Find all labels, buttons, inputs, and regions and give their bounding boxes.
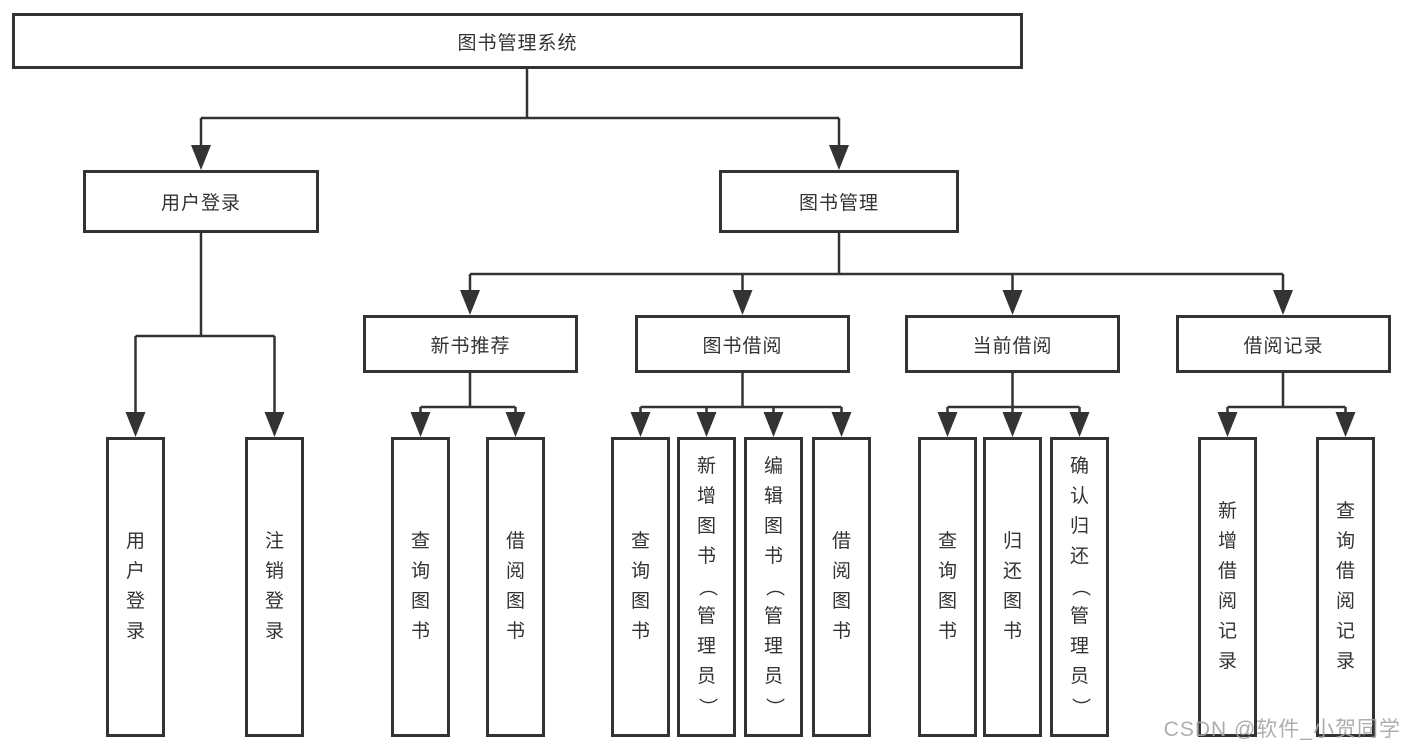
arrowhead	[1002, 412, 1023, 437]
node-user-login: 用户登录	[83, 170, 319, 233]
node-label: 查询借阅记录	[1335, 501, 1355, 672]
arrowhead	[264, 412, 285, 437]
arrowhead	[831, 412, 852, 437]
arrowhead	[1335, 412, 1356, 437]
node-label: 查询图书	[410, 531, 430, 642]
leaf-query-books-current: 查询图书	[918, 437, 977, 737]
connector-records-to-leaves	[1217, 373, 1356, 437]
node-label: 借阅图书	[831, 531, 851, 642]
node-label: 图书管理	[798, 193, 879, 214]
arrowhead	[1273, 290, 1293, 315]
node-label: 用户登录	[160, 193, 241, 214]
connector-current-to-leaves	[937, 373, 1090, 437]
leaf-borrow-books: 借阅图书	[812, 437, 871, 737]
leaf-query-books-borrow: 查询图书	[611, 437, 670, 737]
node-label: 当前借阅	[972, 335, 1053, 357]
leaf-add-borrow-record: 新增借阅记录	[1198, 437, 1257, 737]
node-label: 图书借阅	[702, 335, 783, 357]
arrowhead	[191, 145, 211, 170]
arrowhead	[732, 290, 753, 315]
csdn-watermark: CSDN @软件_小贺同学	[1163, 718, 1401, 741]
node-label: 新书推荐	[430, 335, 511, 357]
node-label: 编辑图书（管理员）	[763, 456, 785, 717]
arrowhead	[1217, 412, 1238, 437]
node-label: 注销登录	[264, 531, 284, 642]
arrowhead	[125, 412, 146, 437]
leaf-edit-books-admin: 编辑图书（管理员）	[744, 437, 803, 737]
arrowhead	[460, 290, 480, 315]
node-label: 确认归还（管理员）	[1069, 456, 1091, 717]
arrowhead	[630, 412, 651, 437]
node-new-book-recommendation: 新书推荐	[363, 315, 578, 373]
node-label: 查询图书	[937, 531, 957, 642]
node-label: 归还图书	[1002, 531, 1022, 642]
arrowhead	[829, 145, 849, 170]
arrowhead	[696, 412, 717, 437]
connector-mgmt-to-level3	[460, 233, 1293, 315]
node-label: 新增图书（管理员）	[696, 456, 718, 717]
leaf-query-borrow-record: 查询借阅记录	[1316, 437, 1375, 737]
node-current-borrowing: 当前借阅	[905, 315, 1120, 373]
node-label: 借阅图书	[505, 531, 525, 642]
arrowhead	[763, 412, 784, 437]
arrowhead	[937, 412, 958, 437]
leaf-confirm-return-admin: 确认归还（管理员）	[1050, 437, 1109, 737]
node-book-borrowing: 图书借阅	[635, 315, 850, 373]
leaf-user-login: 用户登录	[106, 437, 165, 737]
node-book-management: 图书管理	[719, 170, 959, 233]
node-label: 图书管理系统	[457, 32, 578, 54]
leaf-add-books-admin: 新增图书（管理员）	[677, 437, 736, 737]
arrowhead	[1069, 412, 1090, 437]
leaf-borrow-books-recommend: 借阅图书	[486, 437, 545, 737]
connector-recommend-to-leaves	[410, 373, 526, 437]
connector-borrow-to-leaves	[630, 373, 852, 437]
connector-login-to-leaves	[125, 233, 285, 437]
node-label: 新增借阅记录	[1217, 501, 1237, 672]
leaf-query-books-recommend: 查询图书	[391, 437, 450, 737]
node-label: 借阅记录	[1243, 335, 1324, 357]
node-label: 查询图书	[630, 531, 650, 642]
connector-root-to-level2	[191, 69, 849, 170]
node-library-management-system: 图书管理系统	[12, 13, 1023, 69]
leaf-logout: 注销登录	[245, 437, 304, 737]
node-label: 用户登录	[125, 531, 145, 642]
arrowhead	[410, 412, 431, 437]
arrowhead	[505, 412, 526, 437]
leaf-return-books: 归还图书	[983, 437, 1042, 737]
node-borrowing-records: 借阅记录	[1176, 315, 1391, 373]
arrowhead	[1002, 290, 1023, 315]
